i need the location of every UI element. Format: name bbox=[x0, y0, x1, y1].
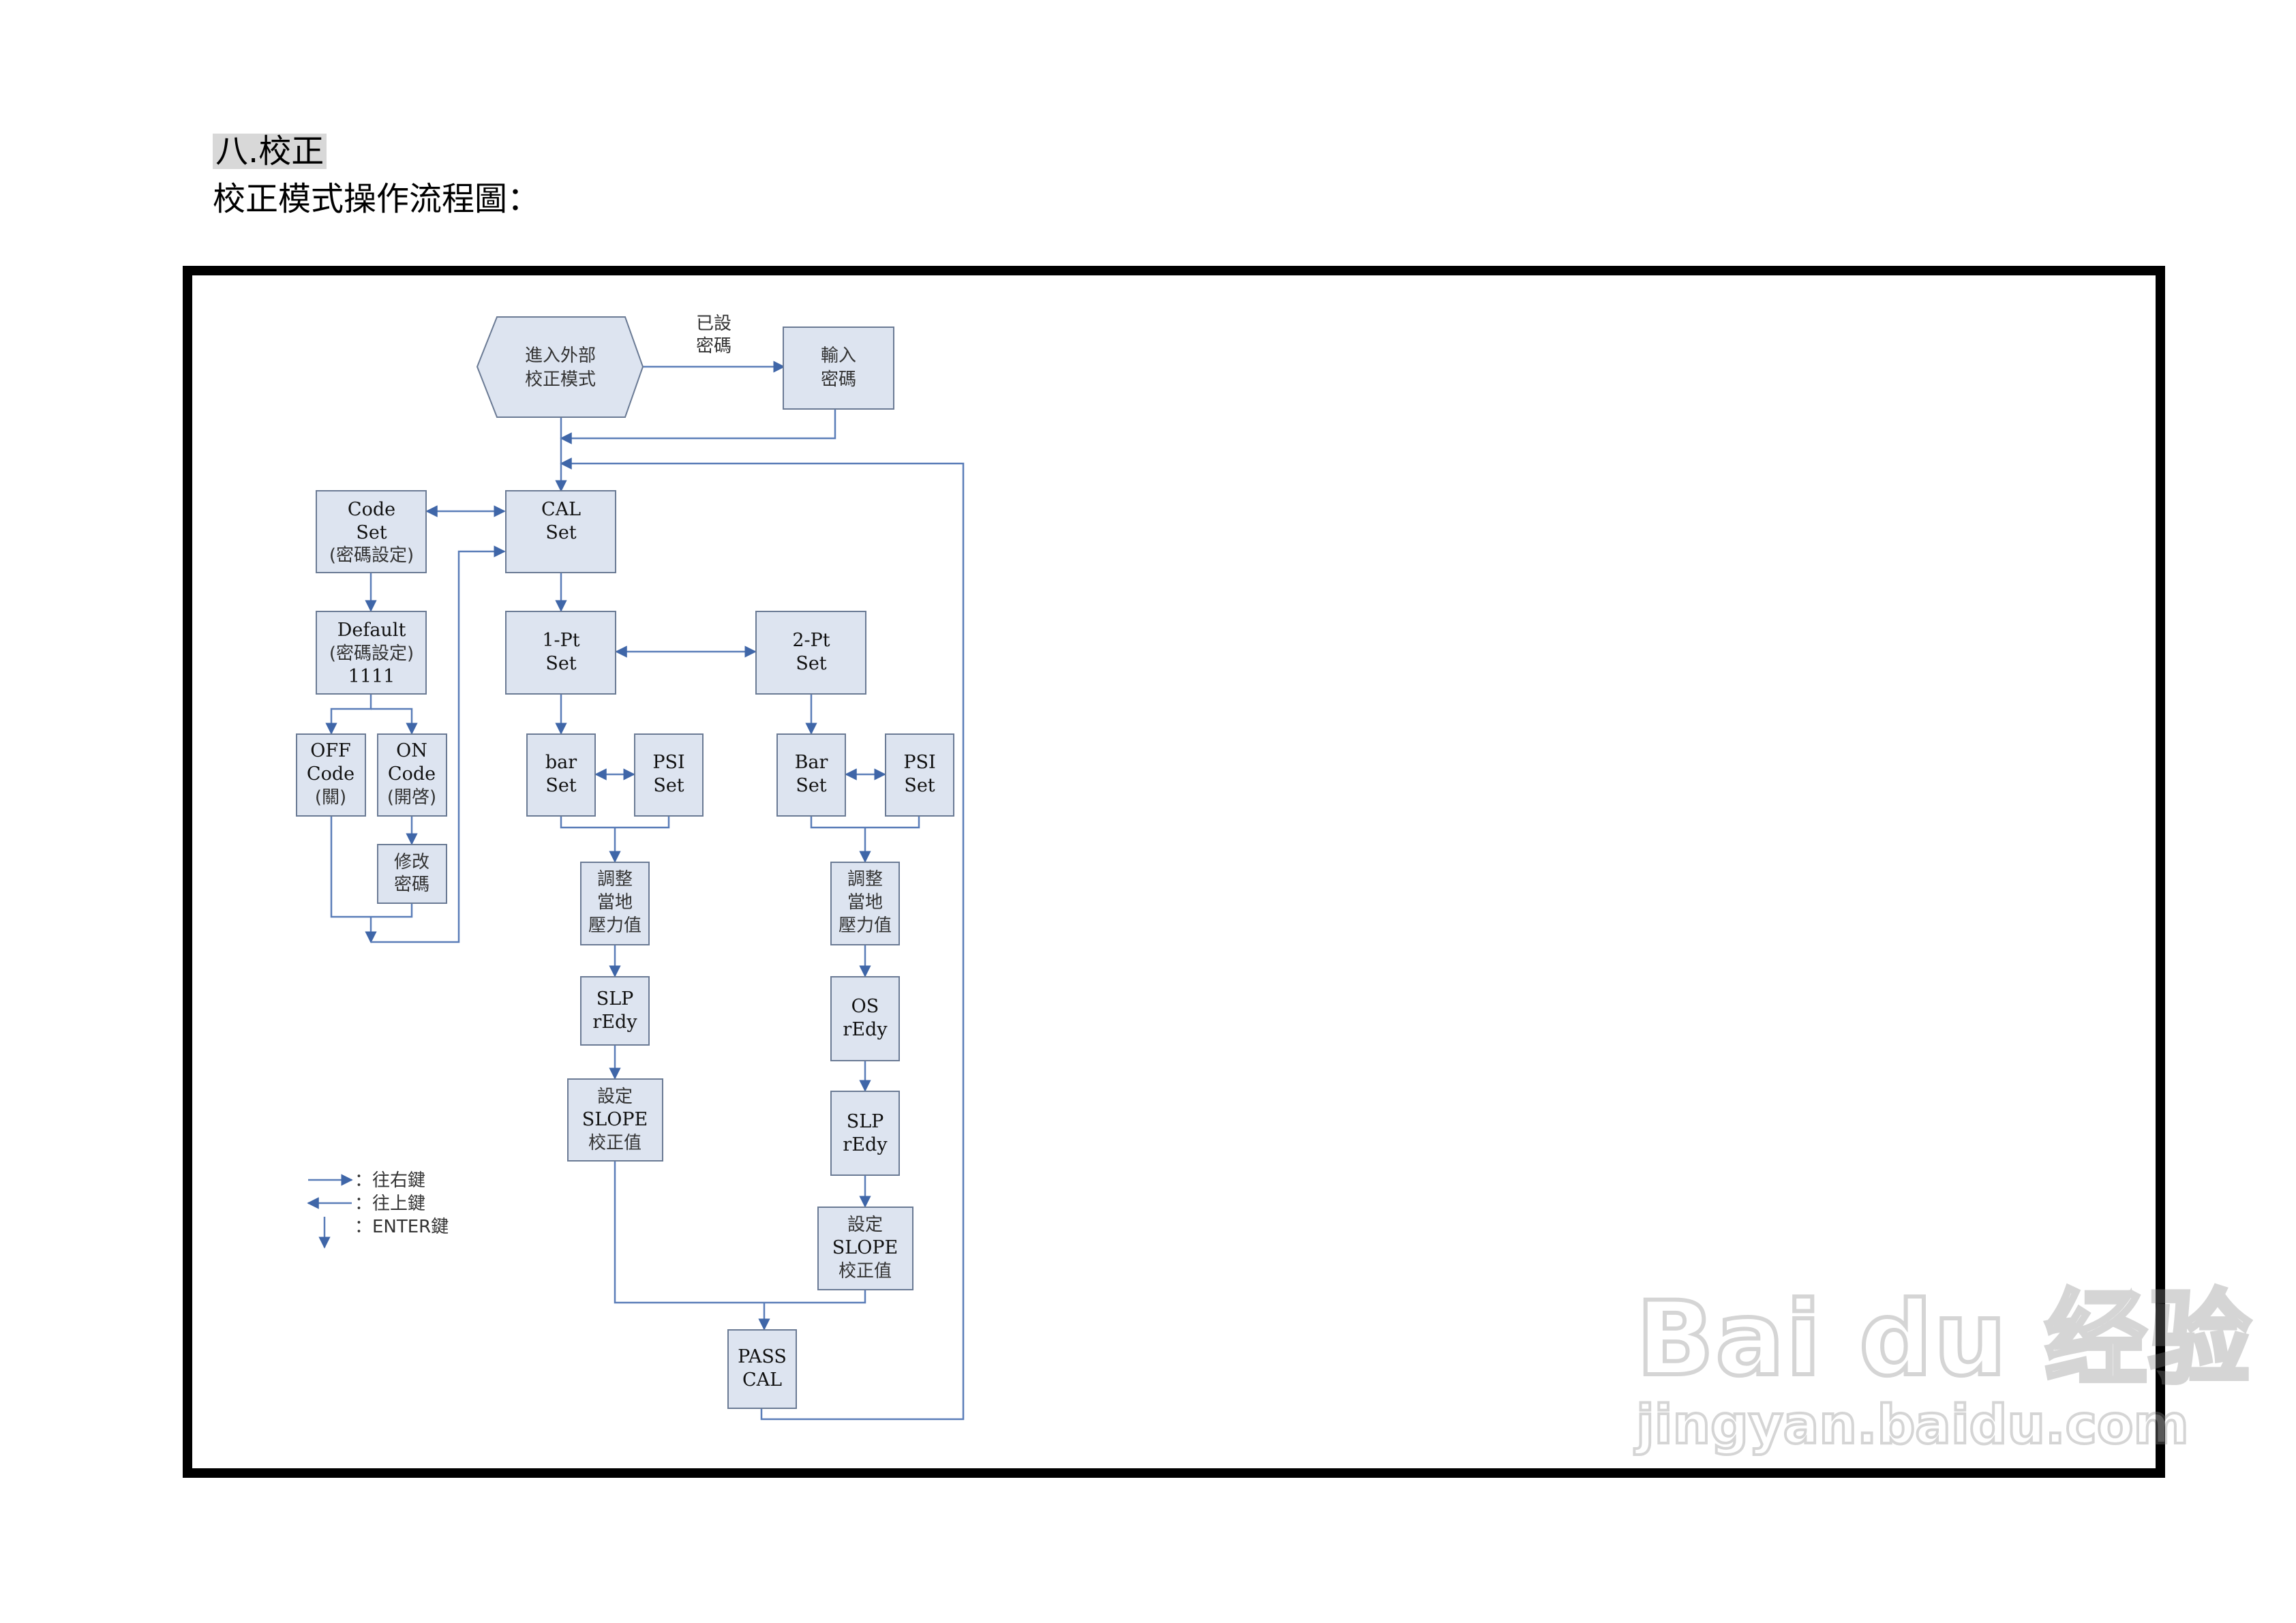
node-bar-set-right-line1: Bar bbox=[795, 752, 828, 773]
section-heading: 八.校正 bbox=[213, 134, 327, 169]
node-slp-ready-left-line2: rEdy bbox=[592, 1012, 637, 1033]
watermark-logo-text: Bai du 经验 bbox=[1634, 1280, 2253, 1399]
node-psi-set-right-line1: PSI bbox=[903, 752, 935, 773]
node-adjust-right-line2: 當地 bbox=[847, 892, 883, 913]
node-bar-set-left-line2: Set bbox=[545, 775, 576, 796]
node-modify-password: 修改 密碼 bbox=[377, 844, 447, 904]
node-os-ready-line2: rEdy bbox=[843, 1019, 888, 1040]
node-default-line2: (密碼設定) bbox=[329, 643, 414, 664]
node-pass-cal: PASS CAL bbox=[727, 1329, 797, 1409]
node-set-slope-left-line1: 設定 bbox=[597, 1087, 633, 1107]
node-set-slope-right-line3: 校正值 bbox=[839, 1261, 892, 1281]
legend: ：往右鍵 ：往上鍵 ：ENTER鍵 bbox=[307, 1170, 449, 1249]
node-set-slope-right: 設定 SLOPE 校正值 bbox=[817, 1207, 913, 1290]
node-on-code-line2: Code bbox=[388, 763, 436, 785]
node-pass-cal-line2: CAL bbox=[742, 1369, 782, 1391]
node-adjust-left-line3: 壓力值 bbox=[588, 915, 641, 936]
node-input-password: 輸入 密碼 bbox=[783, 327, 894, 410]
node-slp-ready-right-line1: SLP bbox=[847, 1111, 884, 1132]
node-on-code: ON Code (開啓) bbox=[377, 733, 447, 817]
node-adjust-pressure-right: 調整 當地 壓力值 bbox=[830, 862, 900, 945]
node-psi-set-left-line1: PSI bbox=[652, 752, 684, 773]
node-on-code-line3: (開啓) bbox=[387, 787, 436, 808]
node-on-code-line1: ON bbox=[396, 740, 427, 761]
node-os-ready-line1: OS bbox=[851, 996, 879, 1017]
node-adjust-right-line3: 壓力值 bbox=[839, 915, 892, 936]
node-os-ready: OS rEdy bbox=[830, 976, 900, 1061]
node-input-password-line2: 密碼 bbox=[821, 369, 856, 390]
node-modify-password-line1: 修改 bbox=[394, 852, 429, 873]
node-adjust-pressure-left: 調整 當地 壓力值 bbox=[580, 862, 650, 945]
node-psi-set-right: PSI Set bbox=[885, 733, 954, 817]
node-1pt-set: 1-Pt Set bbox=[505, 611, 616, 695]
node-2pt-set-line1: 2-Pt bbox=[792, 630, 830, 651]
node-psi-set-left: PSI Set bbox=[634, 733, 704, 817]
node-cal-set-line1: CAL bbox=[541, 499, 581, 520]
node-bar-set-right: Bar Set bbox=[776, 733, 846, 817]
node-bar-set-left-line1: bar bbox=[545, 752, 577, 773]
node-adjust-right-line1: 調整 bbox=[847, 869, 883, 890]
node-default: Default (密碼設定) 1111 bbox=[316, 611, 427, 695]
node-default-line3: 1111 bbox=[348, 666, 395, 687]
node-set-slope-left-line3: 校正值 bbox=[588, 1133, 641, 1153]
node-default-line1: Default bbox=[337, 620, 406, 641]
node-bar-set-right-line2: Set bbox=[796, 775, 826, 796]
node-off-code-line3: (關) bbox=[315, 787, 346, 808]
legend-enter-key: ：ENTER鍵 bbox=[354, 1217, 449, 1237]
node-enter-mode: 進入外部 校正模式 bbox=[476, 316, 644, 418]
node-off-code-line2: Code bbox=[307, 763, 354, 785]
node-psi-set-left-line2: Set bbox=[653, 775, 684, 796]
diagram-subtitle: 校正模式操作流程圖： bbox=[213, 180, 541, 218]
node-enter-mode-line1: 進入外部 bbox=[525, 346, 596, 366]
watermark-url: jingyan.baidu.com bbox=[1635, 1393, 2190, 1457]
node-cal-set-line2: Set bbox=[545, 522, 576, 543]
legend-up-key: ：往上鍵 bbox=[354, 1194, 425, 1214]
node-bar-set-left: bar Set bbox=[526, 733, 596, 817]
node-1pt-set-line1: 1-Pt bbox=[542, 630, 579, 651]
node-code-set-line2: Set bbox=[356, 522, 387, 543]
node-2pt-set-line2: Set bbox=[796, 653, 826, 674]
node-slp-ready-left-line1: SLP bbox=[596, 988, 634, 1010]
diagram-frame bbox=[183, 266, 2165, 1478]
node-off-code-line1: OFF bbox=[310, 740, 351, 761]
node-set-slope-left: 設定 SLOPE 校正值 bbox=[567, 1078, 663, 1162]
node-enter-mode-line2: 校正模式 bbox=[525, 369, 596, 390]
node-off-code: OFF Code (關) bbox=[296, 733, 366, 817]
edge-label-password-set-line2: 密碼 bbox=[696, 336, 731, 357]
baidu-watermark: Bai du 经验 jingyan.baidu.com bbox=[1634, 1280, 2253, 1457]
node-code-set: Code Set (密碼設定) bbox=[316, 490, 427, 573]
legend-right-key: ：往右鍵 bbox=[354, 1170, 425, 1191]
node-adjust-left-line2: 當地 bbox=[597, 892, 633, 913]
node-slp-ready-right: SLP rEdy bbox=[830, 1091, 900, 1176]
node-input-password-line1: 輸入 bbox=[821, 346, 856, 366]
node-modify-password-line2: 密碼 bbox=[394, 875, 429, 895]
node-set-slope-right-line1: 設定 bbox=[847, 1215, 883, 1235]
node-pass-cal-line1: PASS bbox=[738, 1346, 787, 1367]
node-set-slope-left-line2: SLOPE bbox=[582, 1109, 648, 1130]
node-cal-set: CAL Set bbox=[505, 490, 616, 573]
node-2pt-set: 2-Pt Set bbox=[755, 611, 866, 695]
node-slp-ready-right-line2: rEdy bbox=[843, 1134, 888, 1155]
node-code-set-line1: Code bbox=[348, 499, 395, 520]
node-1pt-set-line2: Set bbox=[545, 653, 576, 674]
node-code-set-line3: (密碼設定) bbox=[329, 545, 414, 566]
node-adjust-left-line1: 調整 bbox=[597, 869, 633, 890]
node-slp-ready-left: SLP rEdy bbox=[580, 976, 650, 1046]
node-set-slope-right-line2: SLOPE bbox=[832, 1237, 898, 1258]
edge-label-password-set-line1: 已設 bbox=[696, 314, 731, 334]
node-psi-set-right-line2: Set bbox=[904, 775, 935, 796]
flow-connectors bbox=[325, 361, 965, 1421]
